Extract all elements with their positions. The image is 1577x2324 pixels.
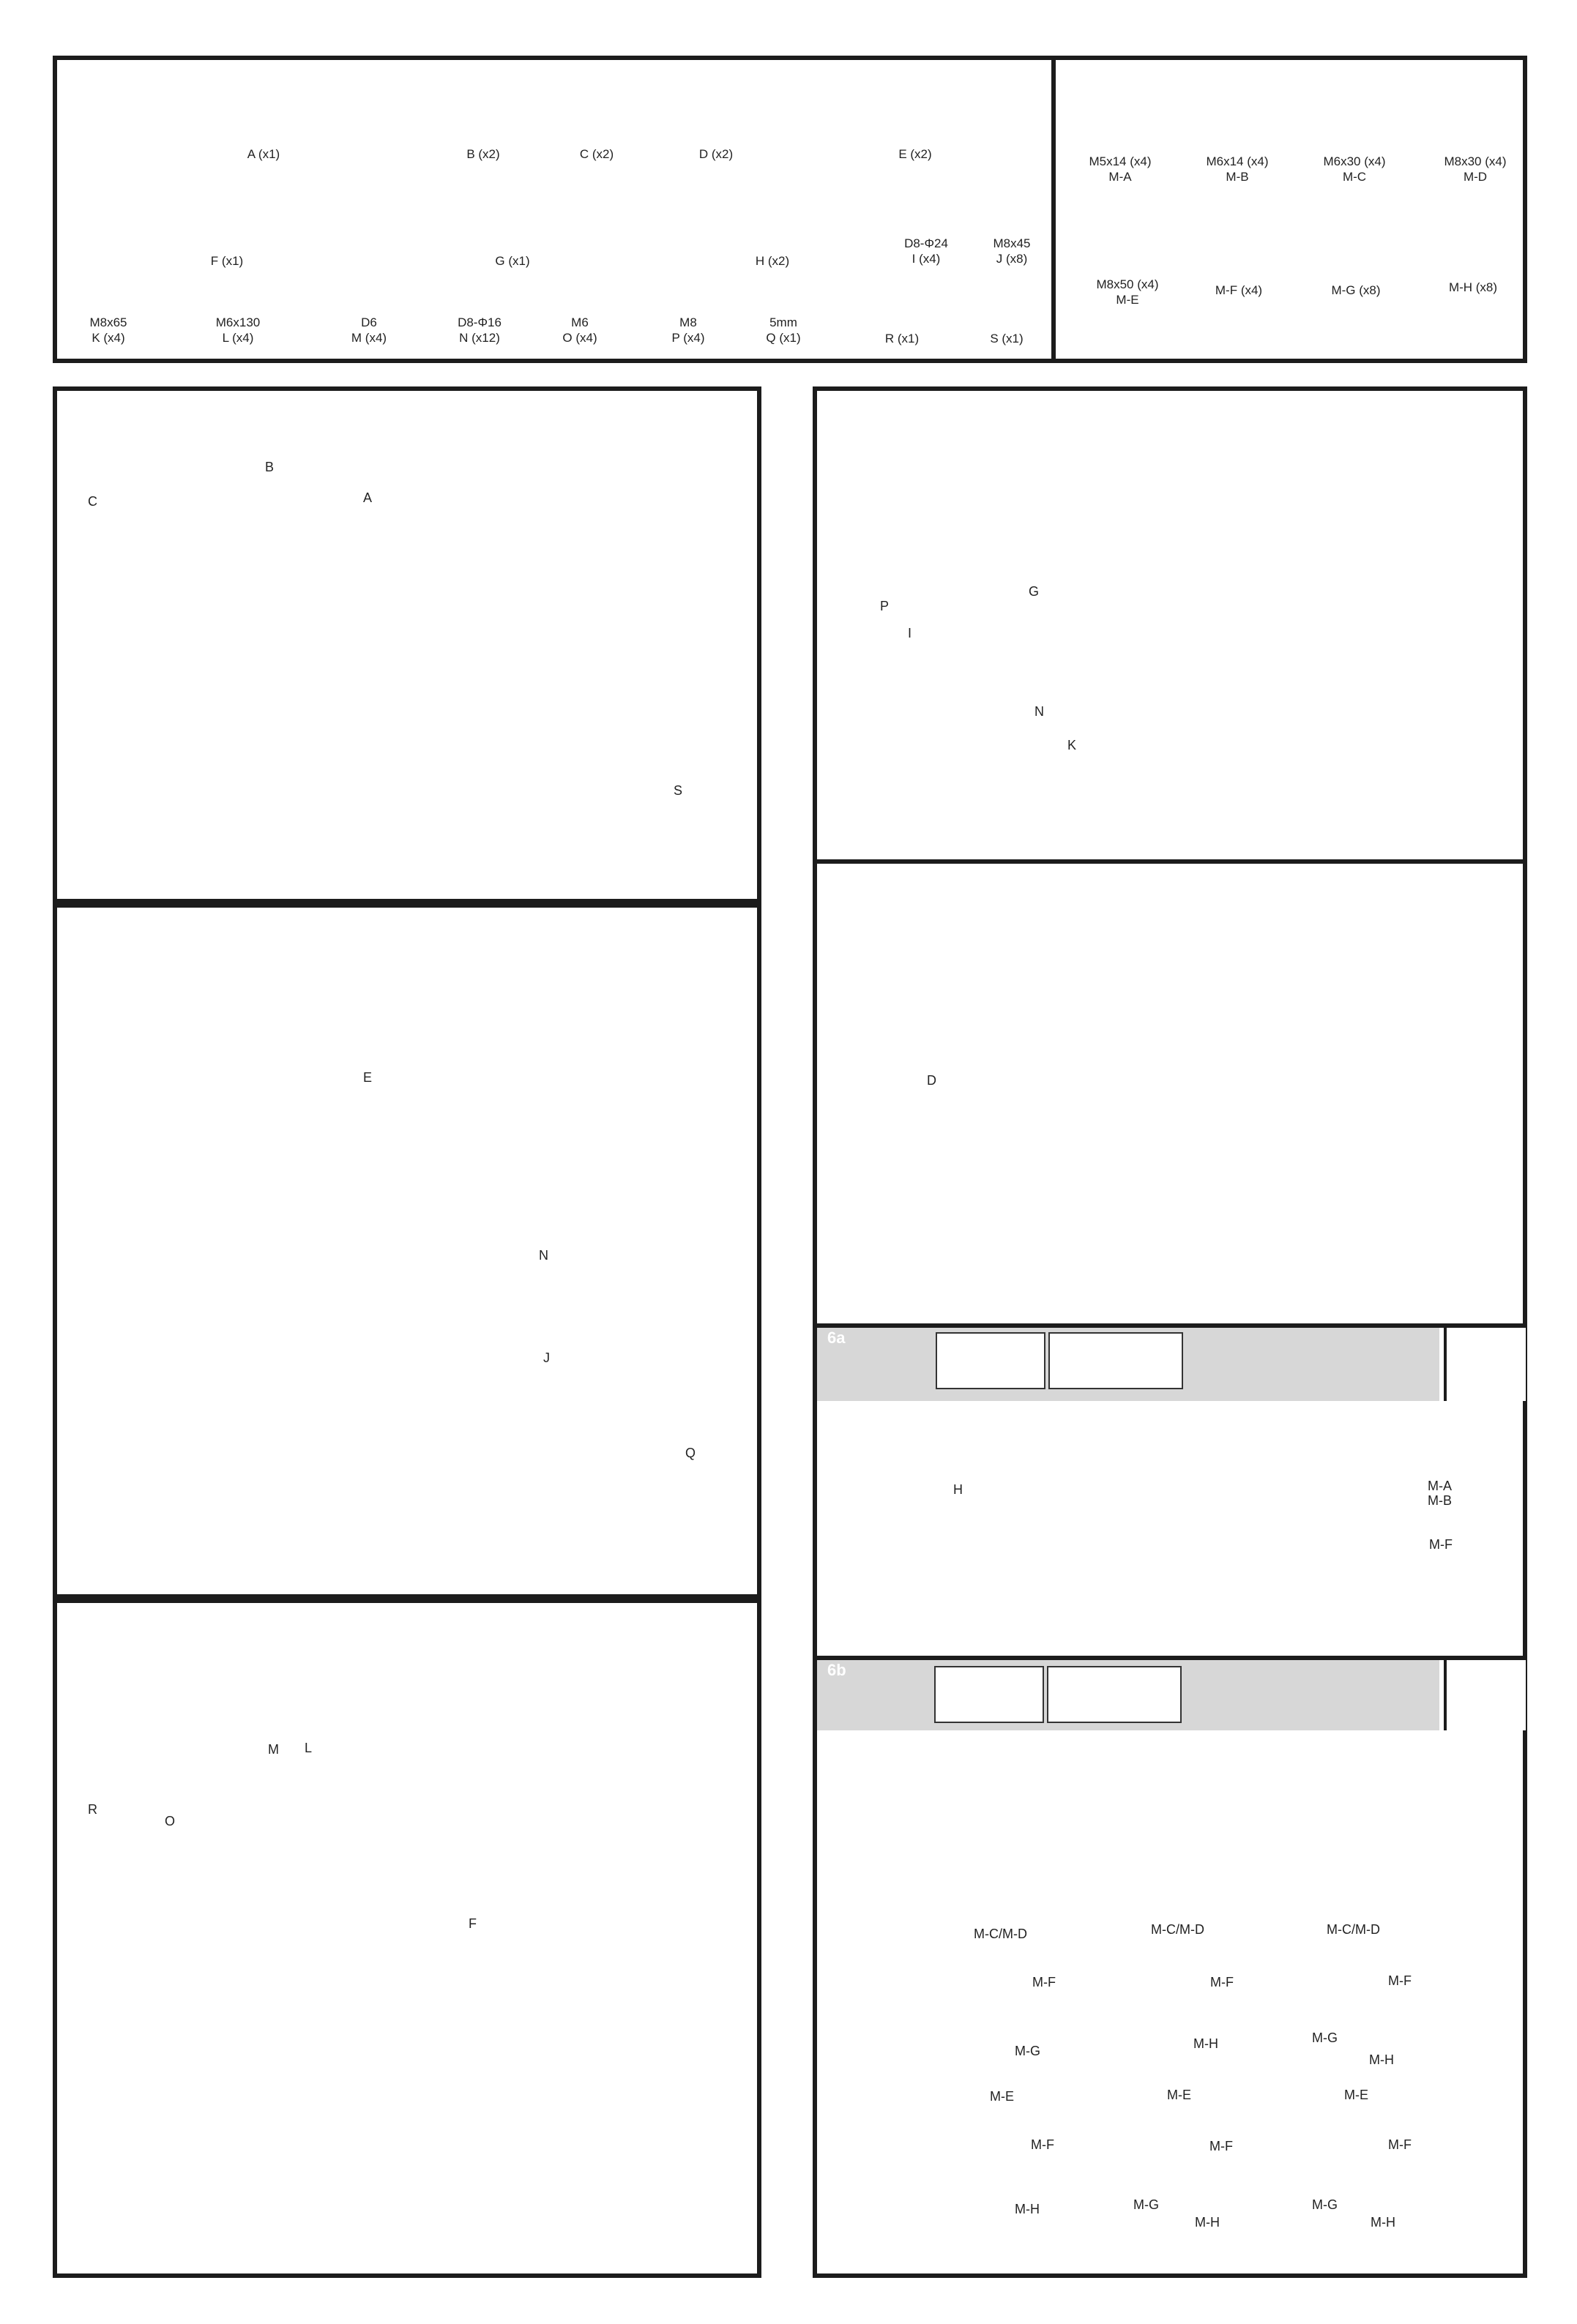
s6a-callout-ma: M-A — [1428, 1479, 1452, 1493]
spacer-mg-label: M-G (x8) — [1331, 283, 1381, 297]
s4-callout-n: N — [1034, 704, 1044, 719]
s6b-callout-mh-1: M-H — [1193, 2036, 1218, 2051]
part-s-label: S (x1) — [990, 332, 1024, 345]
s6a-callout-h: H — [953, 1482, 963, 1497]
step-6b-number: 6b — [827, 1661, 846, 1679]
step-2-number: 2 — [72, 908, 81, 927]
s6b-callout-mg-2: M-G — [1312, 2030, 1338, 2045]
screw-ma-label: M5x14 (x4)M-A — [1089, 154, 1152, 184]
s2-callout-e: E — [363, 1070, 373, 1085]
s6b-callout-me-1: M-E — [990, 2089, 1014, 2104]
screw-mc-label: M6x30 (x4)M-C — [1323, 154, 1386, 184]
s1-callout-b: B — [265, 460, 275, 474]
s6b-callout-me-3: M-E — [1344, 2088, 1368, 2102]
step-5-number: 5 — [832, 864, 841, 883]
part-c-label: C (x2) — [579, 147, 614, 161]
spacer-mf-label: M-F (x4) — [1215, 283, 1263, 297]
step-4-number: 4 — [832, 392, 841, 410]
s6b-callout-mf-6: M-F — [1388, 2137, 1412, 2152]
s3-callout-f: F — [469, 1916, 477, 1931]
s4-callout-g: G — [1029, 584, 1040, 599]
s6a-callout-mf: M-F — [1429, 1537, 1453, 1552]
screw-me-label: M8x50 (x4)M-E — [1096, 277, 1159, 307]
s6b-callout-mh-5: M-H — [1371, 2215, 1395, 2230]
part-h-label: H (x2) — [755, 254, 790, 268]
s3-callout-o: O — [165, 1814, 176, 1828]
s4-callout-k: K — [1067, 738, 1077, 752]
part-f-label: F (x1) — [210, 254, 244, 268]
s6b-callout-mh-2: M-H — [1369, 2052, 1394, 2067]
step-6a-number: 6a — [827, 1329, 846, 1347]
s2-callout-q: Q — [685, 1446, 696, 1460]
parts-divider — [1051, 56, 1056, 363]
s6a-callout-mb: M-B — [1428, 1493, 1452, 1508]
s6b-callout-me-2: M-E — [1167, 2088, 1191, 2102]
step-1-number: 1 — [72, 392, 81, 410]
screw-md-label: M8x30 (x4)M-D — [1444, 154, 1507, 184]
s2-callout-j: J — [543, 1350, 550, 1365]
screwdriver-6a-box — [1444, 1328, 1526, 1401]
s4-callout-p: P — [880, 599, 890, 613]
s6b-callout-mf-4: M-F — [1031, 2137, 1054, 2152]
s3-callout-l: L — [305, 1741, 313, 1755]
s1-callout-s: S — [674, 783, 683, 798]
s6b-callout-mg-1: M-G — [1015, 2044, 1040, 2058]
part-g-label: G (x1) — [495, 254, 530, 268]
step-3-number: 3 — [72, 1604, 81, 1622]
s6b-callout-mcd-2: M-C/M-D — [1151, 1922, 1204, 1937]
s6b-callout-mh-4: M-H — [1195, 2215, 1220, 2230]
part-a-label: A (x1) — [247, 147, 280, 161]
s6b-callout-mh-3: M-H — [1015, 2202, 1040, 2216]
part-r-label: R (x1) — [884, 332, 920, 345]
s6b-callout-mg-4: M-G — [1312, 2197, 1338, 2212]
part-d-label: D (x2) — [698, 147, 734, 161]
s3-callout-r: R — [88, 1802, 97, 1817]
part-b-label: B (x2) — [466, 147, 500, 161]
s6b-callout-mcd-1: M-C/M-D — [974, 1927, 1027, 1941]
s6b-callout-mf-3: M-F — [1388, 1973, 1412, 1988]
s6b-callout-mcd-3: M-C/M-D — [1327, 1922, 1380, 1937]
s3-callout-m: M — [268, 1742, 279, 1757]
s4-callout-i: I — [908, 626, 912, 640]
s5-callout-d: D — [927, 1073, 936, 1088]
screw-mb-label: M6x14 (x4)M-B — [1206, 154, 1269, 184]
s1-callout-c: C — [88, 494, 97, 509]
part-e-label: E (x2) — [898, 147, 932, 161]
s6b-callout-mf-2: M-F — [1210, 1975, 1234, 1989]
s6b-callout-mf-1: M-F — [1032, 1975, 1056, 1989]
spacer-mh-label: M-H (x8) — [1448, 280, 1498, 294]
s6b-callout-mg-3: M-G — [1133, 2197, 1159, 2212]
s6b-callout-mf-5: M-F — [1209, 2139, 1233, 2153]
s2-callout-n: N — [539, 1248, 548, 1263]
s1-callout-a: A — [363, 490, 373, 505]
